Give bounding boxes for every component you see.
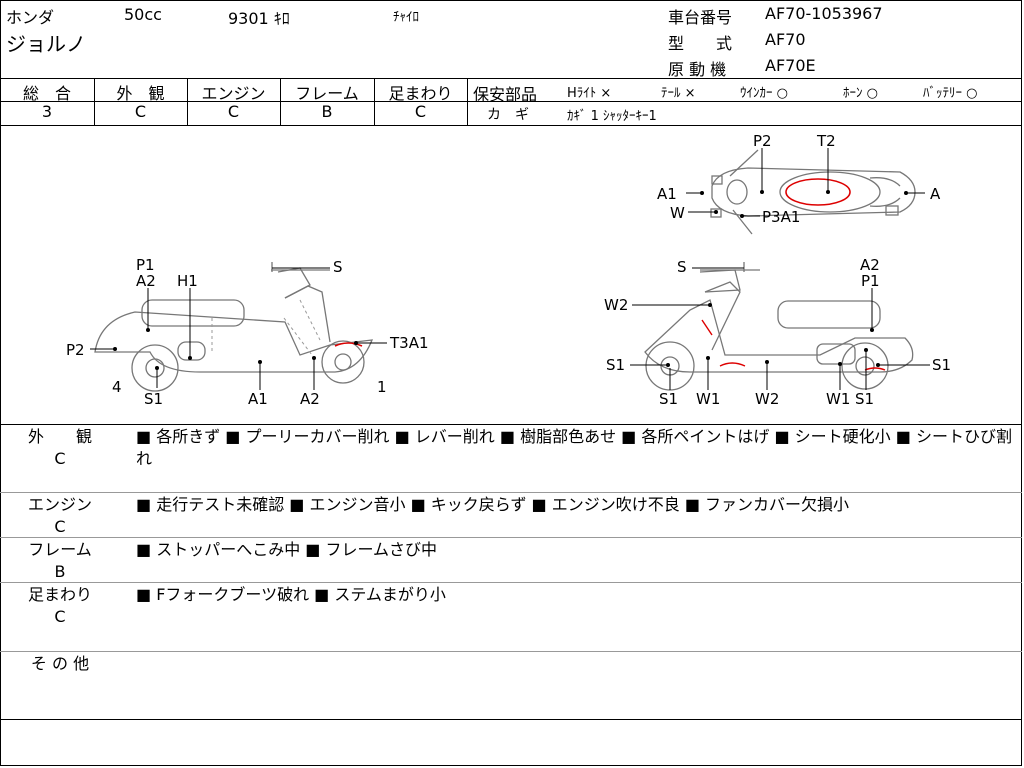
label-p1: P1 — [136, 256, 155, 274]
comment-suspension-text: ■ Fフォークブーツ破れ ■ ステムまがり小 — [136, 585, 446, 604]
frame-grade-value: B — [321, 102, 333, 121]
label-a2: A2 — [136, 272, 156, 290]
label-p1-right: P1 — [861, 272, 880, 290]
safety-item-headlight: Hﾗｲﾄ × — [567, 86, 612, 101]
safety-item-horn: ﾎｰﾝ ○ — [843, 86, 878, 101]
label-w2: W2 — [604, 296, 628, 314]
label-t3a1: T3A1 — [389, 334, 429, 352]
damage-diagram: P2 T2 A1 A W P3A1 P1 A2 H1 S P2 T3A1 4 S… — [66, 132, 951, 408]
divider — [0, 651, 1022, 652]
divider — [0, 582, 1022, 583]
type-value: AF70 — [765, 30, 806, 49]
damage-mark — [785, 178, 851, 206]
label-s: S — [333, 258, 343, 276]
engine-grade-label: エンジン — [201, 84, 266, 103]
label-a2-right: A2 — [860, 256, 880, 274]
divider — [187, 78, 188, 125]
key-label: カ ギ — [487, 107, 529, 123]
label-a2-side: A2 — [300, 390, 320, 408]
overall-grade-label: 総 合 — [22, 84, 71, 103]
suspension-grade-value: C — [414, 102, 427, 121]
key-value: ｶｷﾞ 1 ｼｬｯﾀｰｷｰ1 — [567, 109, 657, 124]
chassis-number: AF70-1053967 — [765, 4, 883, 23]
scooter-left-view — [94, 262, 374, 392]
divider — [0, 78, 1022, 79]
divider — [0, 719, 1022, 720]
frame-grade-label: フレーム — [295, 84, 359, 103]
type-label: 型 式 — [668, 34, 733, 53]
divider — [468, 101, 1022, 102]
label-h1: H1 — [177, 272, 198, 290]
suspension-grade-label: 足まわり — [388, 84, 453, 103]
divider — [0, 125, 1022, 126]
mileage: 9301 ｷﾛ — [228, 9, 290, 28]
safety-item-winker: ｳｲﾝｶｰ ○ — [740, 86, 788, 101]
exterior-grade-value: C — [134, 102, 147, 121]
safety-parts-label: 保安部品 — [473, 85, 538, 104]
divider — [0, 101, 468, 102]
label-s1-rear: S1 — [855, 390, 874, 408]
overall-grade-value: 3 — [41, 102, 53, 121]
divider — [374, 78, 375, 125]
safety-item-battery: ﾊﾞｯﾃﾘｰ ○ — [923, 86, 978, 101]
engine-model-label: 原 動 機 — [668, 60, 727, 79]
divider — [94, 78, 95, 125]
model-name: ジョルノ — [6, 32, 86, 56]
label-a1-side: A1 — [248, 390, 268, 408]
scooter-top-view — [710, 149, 916, 235]
label-a: A — [930, 185, 941, 203]
label-s1-right: S1 — [932, 356, 951, 374]
label-4: 4 — [112, 378, 122, 396]
label-p2: P2 — [753, 132, 772, 150]
label-s-right: S — [677, 258, 687, 276]
label-s1: S1 — [144, 390, 163, 408]
label-p3a1: P3A1 — [762, 208, 800, 226]
exterior-grade-label: 外 観 — [116, 84, 165, 103]
divider — [0, 492, 1022, 493]
divider — [280, 78, 281, 125]
comment-frame-text: ■ ストッパーへこみ中 ■ フレームさび中 — [136, 540, 438, 559]
label-s1-left: S1 — [606, 356, 625, 374]
divider — [0, 424, 1022, 425]
label-w2-bottom: W2 — [755, 390, 779, 408]
label-s1-bottom: S1 — [659, 390, 678, 408]
label-1: 1 — [377, 378, 387, 396]
displacement: 50cc — [124, 5, 162, 24]
divider — [467, 78, 468, 125]
comment-other-label: そ の 他 — [30, 654, 90, 673]
label-a1: A1 — [657, 185, 677, 203]
comment-exterior-text: ■ 各所きず ■ プーリーカバー削れ ■ レバー削れ ■ 樹脂部色あせ ■ 各所… — [136, 427, 1012, 468]
label-w1-rear: W1 — [826, 390, 850, 408]
comment-engine-text: ■ 走行テスト未確認 ■ エンジン音小 ■ キック戻らず ■ エンジン吹け不良 … — [136, 495, 850, 514]
divider — [0, 537, 1022, 538]
safety-item-taillight: ﾃｰﾙ × — [661, 86, 696, 101]
maker-name: ホンダ — [6, 8, 55, 27]
color: ﾁｬｲﾛ — [393, 10, 419, 25]
chassis-label: 車台番号 — [668, 8, 733, 27]
callout-lines — [686, 148, 925, 217]
engine-model-value: AF70E — [765, 56, 816, 75]
label-w: W — [670, 204, 685, 222]
engine-grade-value: C — [227, 102, 240, 121]
label-t2: T2 — [816, 132, 836, 150]
label-p2-side: P2 — [66, 341, 85, 359]
label-w1: W1 — [696, 390, 720, 408]
